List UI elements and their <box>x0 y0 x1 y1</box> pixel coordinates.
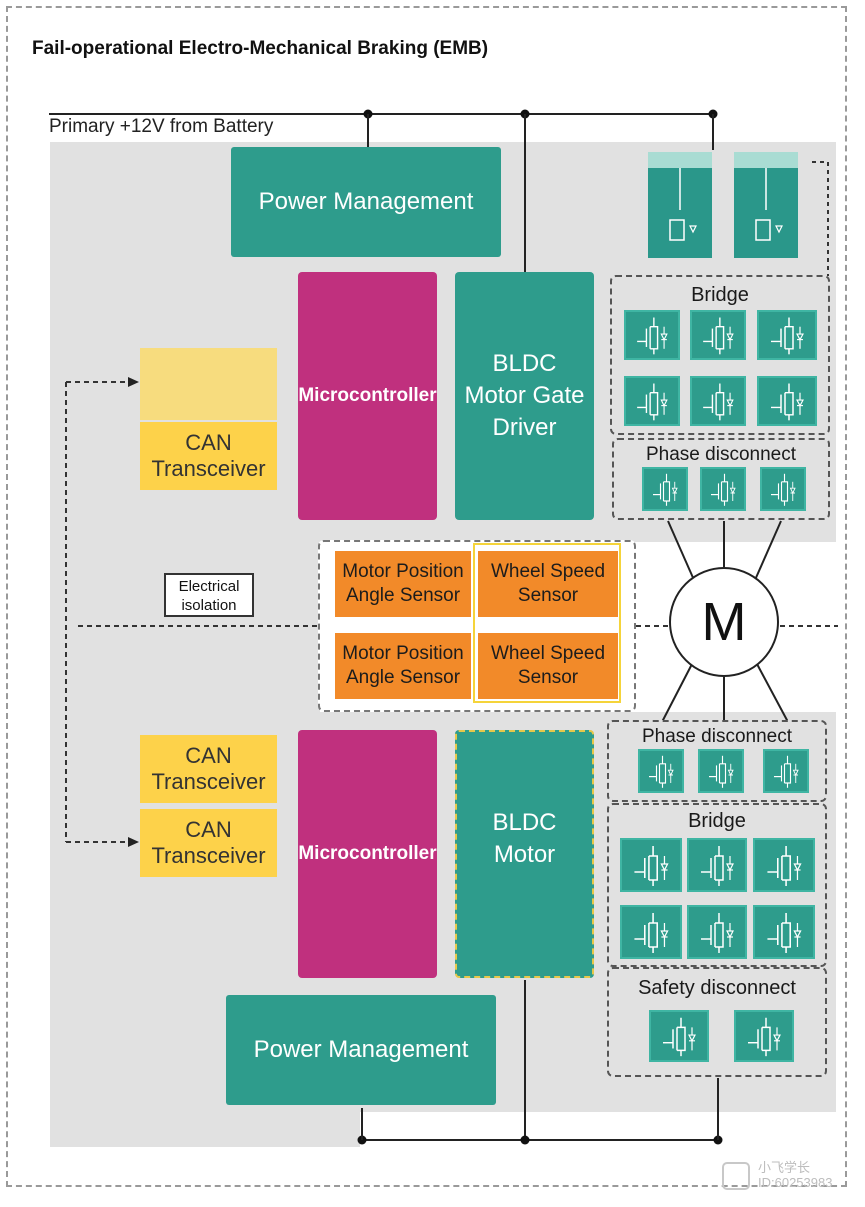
mosfet-icon <box>687 905 747 959</box>
mosfet-icon <box>624 376 680 426</box>
phase-disconnect-label-bottom: Phase disconnect <box>642 726 792 747</box>
wheel-speed-sensor-2: Wheel Speed Sensor <box>478 633 618 699</box>
safety-disconnect-group: Safety disconnect <box>607 967 827 1077</box>
power-management-top: Power Management <box>231 147 501 257</box>
watermark-line-2: ID:60253983 <box>758 1175 833 1190</box>
diagram-frame <box>6 6 847 1187</box>
watermark-line-1: 小飞学长 <box>758 1160 811 1175</box>
mosfet-icon <box>753 838 815 892</box>
mosfet-icon <box>649 1010 709 1062</box>
watermark-logo-icon <box>722 1162 750 1190</box>
left-panel <box>50 542 320 712</box>
electrical-isolation-label: Electrical isolation <box>164 573 254 617</box>
mosfet-icon <box>638 749 684 793</box>
microcontroller-top: Microcontroller <box>298 272 437 520</box>
motor-position-sensor-2: Motor Position Angle Sensor <box>335 633 471 699</box>
mosfet-icon <box>734 1010 794 1062</box>
mosfet-icon <box>757 310 817 360</box>
can-transceiver-top: CAN Transceiver <box>140 422 277 490</box>
can-transceiver-bottom-1: CAN Transceiver <box>140 735 277 803</box>
motor-position-sensor-1: Motor Position Angle Sensor <box>335 551 471 617</box>
mosfet-icon <box>690 376 746 426</box>
power-management-bottom: Power Management <box>226 995 496 1105</box>
mosfet-icon <box>753 905 815 959</box>
mosfet-icon <box>760 467 806 511</box>
bridge-label-top: Bridge <box>691 284 749 306</box>
mosfet-icon <box>620 838 682 892</box>
diagram-title: Fail-operational Electro-Mechanical Brak… <box>32 38 489 59</box>
safety-disconnect-label: Safety disconnect <box>638 977 796 999</box>
mosfet-icon <box>642 467 688 511</box>
mosfet-icon <box>648 152 712 258</box>
can-transceiver-top-blank <box>140 348 277 420</box>
mosfet-icon <box>700 467 746 511</box>
wheel-speed-highlight <box>473 543 621 703</box>
watermark: 小飞学长 ID:60253983 <box>758 1160 832 1190</box>
gate-driver-bottom: BLDC Motor <box>455 730 594 978</box>
can-transceiver-bottom-2: CAN Transceiver <box>140 809 277 877</box>
mosfet-icon <box>698 749 744 793</box>
mosfet-icon <box>734 152 798 258</box>
mosfet-icon <box>763 749 809 793</box>
mosfet-icon <box>757 376 817 426</box>
supply-label: Primary +12V from Battery <box>49 116 274 137</box>
mosfet-icon <box>620 905 682 959</box>
mosfet-icon <box>687 838 747 892</box>
motor-symbol: M <box>669 567 779 677</box>
gate-driver-top: BLDC Motor Gate Driver <box>455 272 594 520</box>
microcontroller-bottom: Microcontroller <box>298 730 437 978</box>
bottom-strip <box>50 1112 360 1147</box>
mosfet-icon <box>624 310 680 360</box>
mosfet-icon <box>690 310 746 360</box>
wheel-speed-sensor-1: Wheel Speed Sensor <box>478 551 618 617</box>
bridge-label-bottom: Bridge <box>688 810 746 832</box>
phase-disconnect-label-top: Phase disconnect <box>646 444 796 465</box>
